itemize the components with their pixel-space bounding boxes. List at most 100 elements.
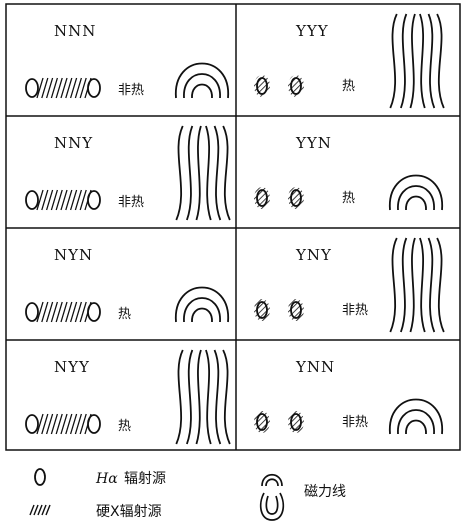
field-line-middle	[398, 186, 434, 210]
halpha-right-icon	[88, 415, 100, 433]
field-line	[410, 238, 415, 332]
closed-field-lines-icon	[176, 288, 228, 323]
hard-x-hatch	[37, 190, 91, 210]
panel-code: NYN	[54, 246, 93, 264]
panel-label: 热	[118, 419, 131, 434]
open-field-lines-icon	[390, 238, 444, 332]
panel-label: 非热	[342, 303, 368, 318]
panel-nyn: NYN 热	[26, 246, 228, 322]
halpha-hardx-left-icon	[254, 187, 270, 209]
legend: Hα 辐射源 硬X辐射源 磁力线	[30, 469, 346, 520]
field-line-middle	[184, 298, 220, 322]
field-line	[196, 350, 201, 444]
field-line-inner	[406, 421, 426, 435]
panel-code: NNY	[54, 134, 93, 152]
halpha-left-icon	[26, 191, 38, 209]
halpha-hardx-left-icon	[254, 299, 270, 321]
field-line-inner	[192, 85, 212, 99]
field-line	[223, 350, 230, 444]
halpha-hardx-left-icon	[254, 75, 270, 97]
hard-x-hatch	[37, 302, 91, 322]
field-line	[420, 238, 425, 332]
footpoint-sources	[26, 414, 100, 434]
panels: NNN 非热 YYY 热 NNY 非热 YYN 热 NYN 热 YNY 非热 NYY 热 YNN 非热	[26, 14, 444, 444]
footpoint-sources	[254, 411, 304, 433]
panel-label: 非热	[118, 83, 144, 98]
panel-code: YYY	[295, 22, 329, 40]
field-line	[429, 238, 435, 332]
field-line	[390, 14, 397, 108]
halpha-hardx-right-icon	[288, 299, 304, 321]
panel-code: YNN	[295, 358, 335, 376]
field-line-middle	[398, 410, 434, 434]
panel-label: 非热	[118, 195, 144, 210]
panel-nyy: NYY 热	[26, 350, 230, 444]
halpha-hardx-right-icon	[288, 187, 304, 209]
closed-field-lines-icon	[176, 64, 228, 99]
field-line	[196, 126, 201, 220]
panel-yyn: YYN 热	[254, 134, 442, 210]
panel-grid	[6, 4, 460, 450]
field-line-inner	[192, 309, 212, 323]
field-line	[176, 350, 183, 444]
halpha-right-icon	[88, 79, 100, 97]
panel-code: YNY	[295, 246, 332, 264]
field-line	[420, 14, 425, 108]
legend-halpha-symbol: Hα	[95, 471, 118, 487]
panel-code: NYY	[54, 358, 90, 376]
open-field-lines-icon	[176, 350, 230, 444]
hard-x-source-icon	[30, 505, 50, 515]
footpoint-sources	[254, 75, 304, 97]
field-line	[437, 238, 444, 332]
panel-label: 热	[342, 79, 355, 94]
panel-yyy: YYY 热	[254, 14, 444, 108]
halpha-right-icon	[88, 191, 100, 209]
footpoint-sources	[254, 187, 304, 209]
panel-code: NNN	[54, 22, 96, 40]
magnetic-field-icon	[261, 475, 284, 520]
legend-halpha-label: 辐射源	[124, 471, 166, 487]
hard-x-hatch	[37, 414, 91, 434]
field-line	[176, 126, 183, 220]
field-line-middle	[184, 74, 220, 98]
panel-label: 热	[342, 191, 355, 206]
halpha-left-icon	[26, 303, 38, 321]
field-line	[187, 350, 192, 444]
halpha-hardx-left-icon	[254, 411, 270, 433]
field-line	[401, 14, 406, 108]
field-line	[206, 126, 211, 220]
halpha-source-icon	[35, 469, 45, 485]
panel-label: 非热	[342, 415, 368, 430]
halpha-hardx-right-icon	[288, 75, 304, 97]
field-line-inner	[406, 197, 426, 211]
footpoint-sources	[26, 302, 100, 322]
open-field-lines-icon	[390, 14, 444, 108]
field-line	[410, 14, 415, 108]
panel-ynn: YNN 非热	[254, 358, 442, 434]
field-line	[187, 126, 192, 220]
panel-yny: YNY 非热	[254, 238, 444, 332]
halpha-hardx-right-icon	[288, 411, 304, 433]
legend-hardx-label: 硬X辐射源	[96, 504, 162, 520]
closed-field-lines-icon	[390, 400, 442, 435]
footpoint-sources	[26, 190, 100, 210]
panel-nny: NNY 非热	[26, 126, 230, 220]
halpha-left-icon	[26, 79, 38, 97]
closed-field-lines-icon	[390, 176, 442, 211]
hard-x-hatch	[37, 78, 91, 98]
footpoint-sources	[26, 78, 100, 98]
halpha-left-icon	[26, 415, 38, 433]
field-line	[215, 126, 221, 220]
panel-code: YYN	[295, 134, 332, 152]
field-line	[401, 238, 406, 332]
field-line	[390, 238, 397, 332]
field-line	[206, 350, 211, 444]
field-line	[223, 126, 230, 220]
grid-border	[6, 4, 460, 450]
panel-nnn: NNN 非热	[26, 22, 228, 98]
panel-label: 热	[118, 307, 131, 322]
field-line	[437, 14, 444, 108]
open-field-lines-icon	[176, 126, 230, 220]
legend-field-label: 磁力线	[304, 484, 346, 500]
